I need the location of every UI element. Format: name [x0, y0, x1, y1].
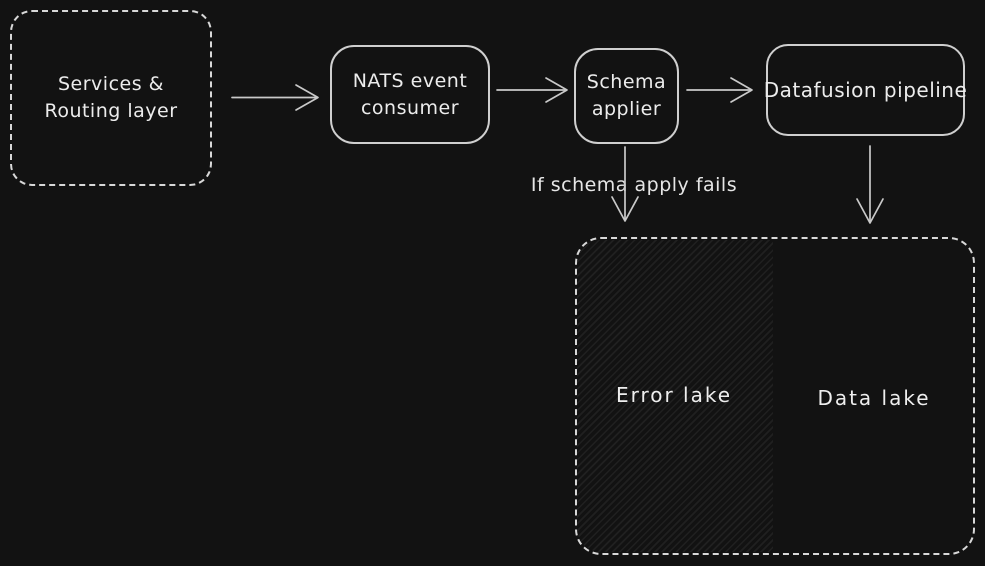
arrow-right-schema-to-datafusion-icon: [686, 77, 753, 103]
node-schema-applier: Schema applier: [574, 48, 679, 144]
schema-fail-annotation: If schema apply fails: [530, 174, 738, 196]
lakes-container: [575, 237, 975, 555]
node-datafusion-pipeline: Datafusion pipeline: [763, 44, 968, 136]
arrow-down-datafusion-to-data-lake-icon: [856, 145, 884, 224]
error-lake-hatched-region: [577, 240, 773, 552]
node-services-routing-layer-label: Services & Routing layer: [44, 73, 178, 122]
data-lake-label: Data lake: [817, 386, 931, 410]
node-datafusion-pipeline-label: Datafusion pipeline: [763, 78, 968, 102]
node-schema-applier-label: Schema applier: [586, 71, 667, 120]
node-nats-event-consumer: NATS event consumer: [330, 45, 490, 144]
node-nats-event-consumer-label: NATS event consumer: [352, 69, 468, 119]
error-lake-label: Error lake: [615, 383, 733, 407]
arrow-right-services-to-nats-icon: [231, 84, 319, 111]
arrow-right-nats-to-schema-icon: [496, 77, 568, 103]
node-services-routing-layer: Services & Routing layer: [10, 10, 212, 186]
